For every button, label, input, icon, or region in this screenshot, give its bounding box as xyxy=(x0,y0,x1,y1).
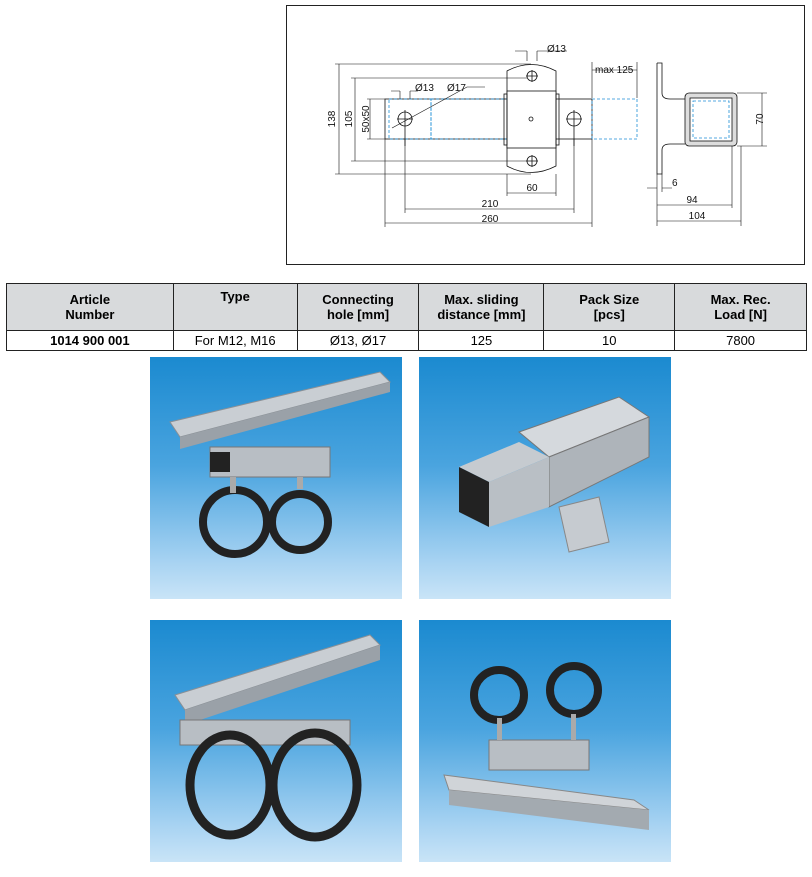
dim-hole-top: Ø13 xyxy=(547,44,566,55)
cell-type: For M12, M16 xyxy=(172,330,298,351)
cell-max-sliding: 125 xyxy=(418,330,545,351)
hidden-tube xyxy=(430,98,508,140)
cell-pack-size: 10 xyxy=(543,330,676,351)
dim-138: 138 xyxy=(327,110,338,127)
dim-94: 94 xyxy=(686,195,698,206)
header-pack-size: Pack Size[pcs] xyxy=(543,283,676,331)
dim-60: 60 xyxy=(526,183,538,194)
table-row: 1014 900 001 For M12, M16 Ø13, Ø17 125 1… xyxy=(6,330,807,351)
sliding-extension xyxy=(591,98,638,140)
dim-104: 104 xyxy=(689,211,706,222)
cell-max-load: 7800 xyxy=(674,330,807,351)
cell-article-number: 1014 900 001 xyxy=(6,330,174,351)
dim-hole-17: Ø17 xyxy=(447,83,466,94)
dim-hole-13: Ø13 xyxy=(415,83,434,94)
header-type: Type xyxy=(172,283,298,331)
dim-70: 70 xyxy=(755,113,766,125)
product-photo-floor-mounted xyxy=(419,620,671,862)
dim-210: 210 xyxy=(482,199,499,210)
dim-max-sliding: max 125 xyxy=(595,65,634,76)
dim-50x50: 50x50 xyxy=(361,105,372,133)
technical-drawing: 138 105 50x50 Ø13 Ø13 Ø17 max 125 60 210… xyxy=(286,5,805,265)
tube-outline xyxy=(384,98,593,140)
side-view-flange xyxy=(656,62,685,175)
product-photo-bracket-closeup xyxy=(419,357,671,599)
dim-6: 6 xyxy=(672,178,678,189)
product-photo-rail-large-clamps xyxy=(150,620,402,862)
product-photo-rail-two-clamps xyxy=(150,357,402,599)
dim-105: 105 xyxy=(344,110,355,127)
header-max-load: Max. Rec.Load [N] xyxy=(674,283,807,331)
cell-connecting-hole: Ø13, Ø17 xyxy=(296,330,420,351)
dim-260: 260 xyxy=(482,214,499,225)
